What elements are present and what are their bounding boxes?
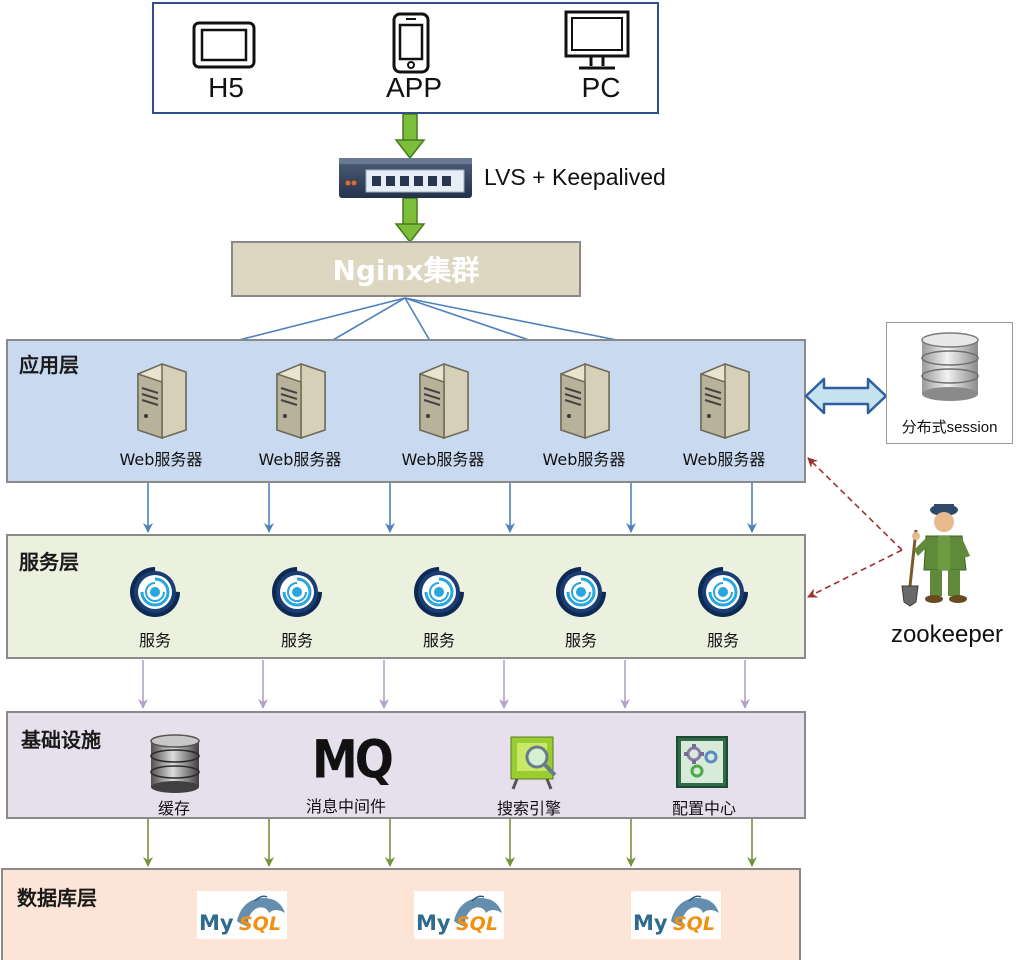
service-icon bbox=[696, 565, 750, 619]
web-server-label: Web服务器 bbox=[258, 450, 342, 469]
mq-icon: MQ bbox=[312, 727, 394, 791]
zookeeper-mascot-icon bbox=[898, 500, 978, 608]
client-label-pc: PC bbox=[581, 72, 621, 103]
mysql-text-sql: SQL bbox=[456, 913, 498, 935]
web-server-icon bbox=[555, 360, 611, 440]
mysql-text-sql: SQL bbox=[673, 913, 715, 935]
nginx-cluster-box bbox=[231, 241, 581, 297]
service-label: 服务 bbox=[138, 631, 171, 650]
infra-label-cache: 缓存 bbox=[157, 799, 190, 818]
service-icon bbox=[554, 565, 608, 619]
infra-label-search: 搜索引擎 bbox=[496, 799, 561, 818]
dolphin-icon bbox=[671, 895, 719, 927]
service-label: 服务 bbox=[280, 631, 313, 650]
service-to-infra-arrows bbox=[138, 660, 750, 709]
mysql-text-my: My bbox=[416, 911, 451, 935]
app-layer-title: 应用层 bbox=[19, 353, 79, 377]
zookeeper-label: zookeeper bbox=[890, 621, 1004, 648]
zookeeper-dashed-arrows bbox=[807, 457, 903, 598]
client-label-h5: H5 bbox=[208, 72, 244, 103]
web-server-label: Web服务器 bbox=[542, 450, 626, 469]
mysql-text-my: My bbox=[199, 911, 234, 935]
tablet-icon bbox=[191, 20, 257, 70]
web-server-label: Web服务器 bbox=[119, 450, 203, 469]
smartphone-icon bbox=[391, 12, 431, 74]
web-server-icon bbox=[271, 360, 327, 440]
session-label: 分布式session bbox=[901, 419, 998, 436]
lvs-to-nginx-arrow bbox=[394, 197, 426, 244]
monitor-icon bbox=[563, 10, 631, 74]
mysql-text-sql: SQL bbox=[239, 913, 281, 935]
network-switch-icon bbox=[338, 157, 473, 200]
nginx-label: Nginx集群 bbox=[332, 254, 480, 287]
service-layer-title: 服务层 bbox=[19, 550, 79, 574]
mysql-text-my: My bbox=[633, 911, 668, 935]
infra-label-config: 配置中心 bbox=[671, 799, 736, 818]
web-server-icon bbox=[414, 360, 470, 440]
service-label: 服务 bbox=[706, 631, 739, 650]
database-icon bbox=[918, 330, 982, 402]
config-gears-icon bbox=[675, 735, 729, 789]
infra-layer-box bbox=[6, 711, 806, 819]
service-icon bbox=[128, 565, 182, 619]
infra-layer-title: 基础设施 bbox=[21, 728, 101, 752]
search-engine-icon bbox=[503, 733, 557, 791]
web-server-label: Web服务器 bbox=[682, 450, 766, 469]
client-to-lvs-arrow bbox=[394, 113, 426, 160]
app-to-service-arrows bbox=[143, 483, 757, 533]
service-icon bbox=[270, 565, 324, 619]
service-label: 服务 bbox=[564, 631, 597, 650]
dolphin-icon bbox=[454, 895, 502, 927]
dolphin-icon bbox=[237, 895, 285, 927]
infra-to-db-arrows bbox=[143, 818, 757, 867]
session-double-arrow bbox=[804, 376, 888, 416]
infra-label-mq: 消息中间件 bbox=[305, 797, 386, 816]
web-server-icon bbox=[132, 360, 188, 440]
web-server-label: Web服务器 bbox=[401, 450, 485, 469]
service-icon bbox=[412, 565, 466, 619]
service-label: 服务 bbox=[422, 631, 455, 650]
client-label-app: APP bbox=[385, 72, 443, 103]
web-server-icon bbox=[695, 360, 751, 440]
lvs-label: LVS + Keepalived bbox=[484, 164, 666, 190]
cache-db-icon bbox=[148, 733, 202, 793]
db-layer-title: 数据库层 bbox=[17, 886, 97, 910]
